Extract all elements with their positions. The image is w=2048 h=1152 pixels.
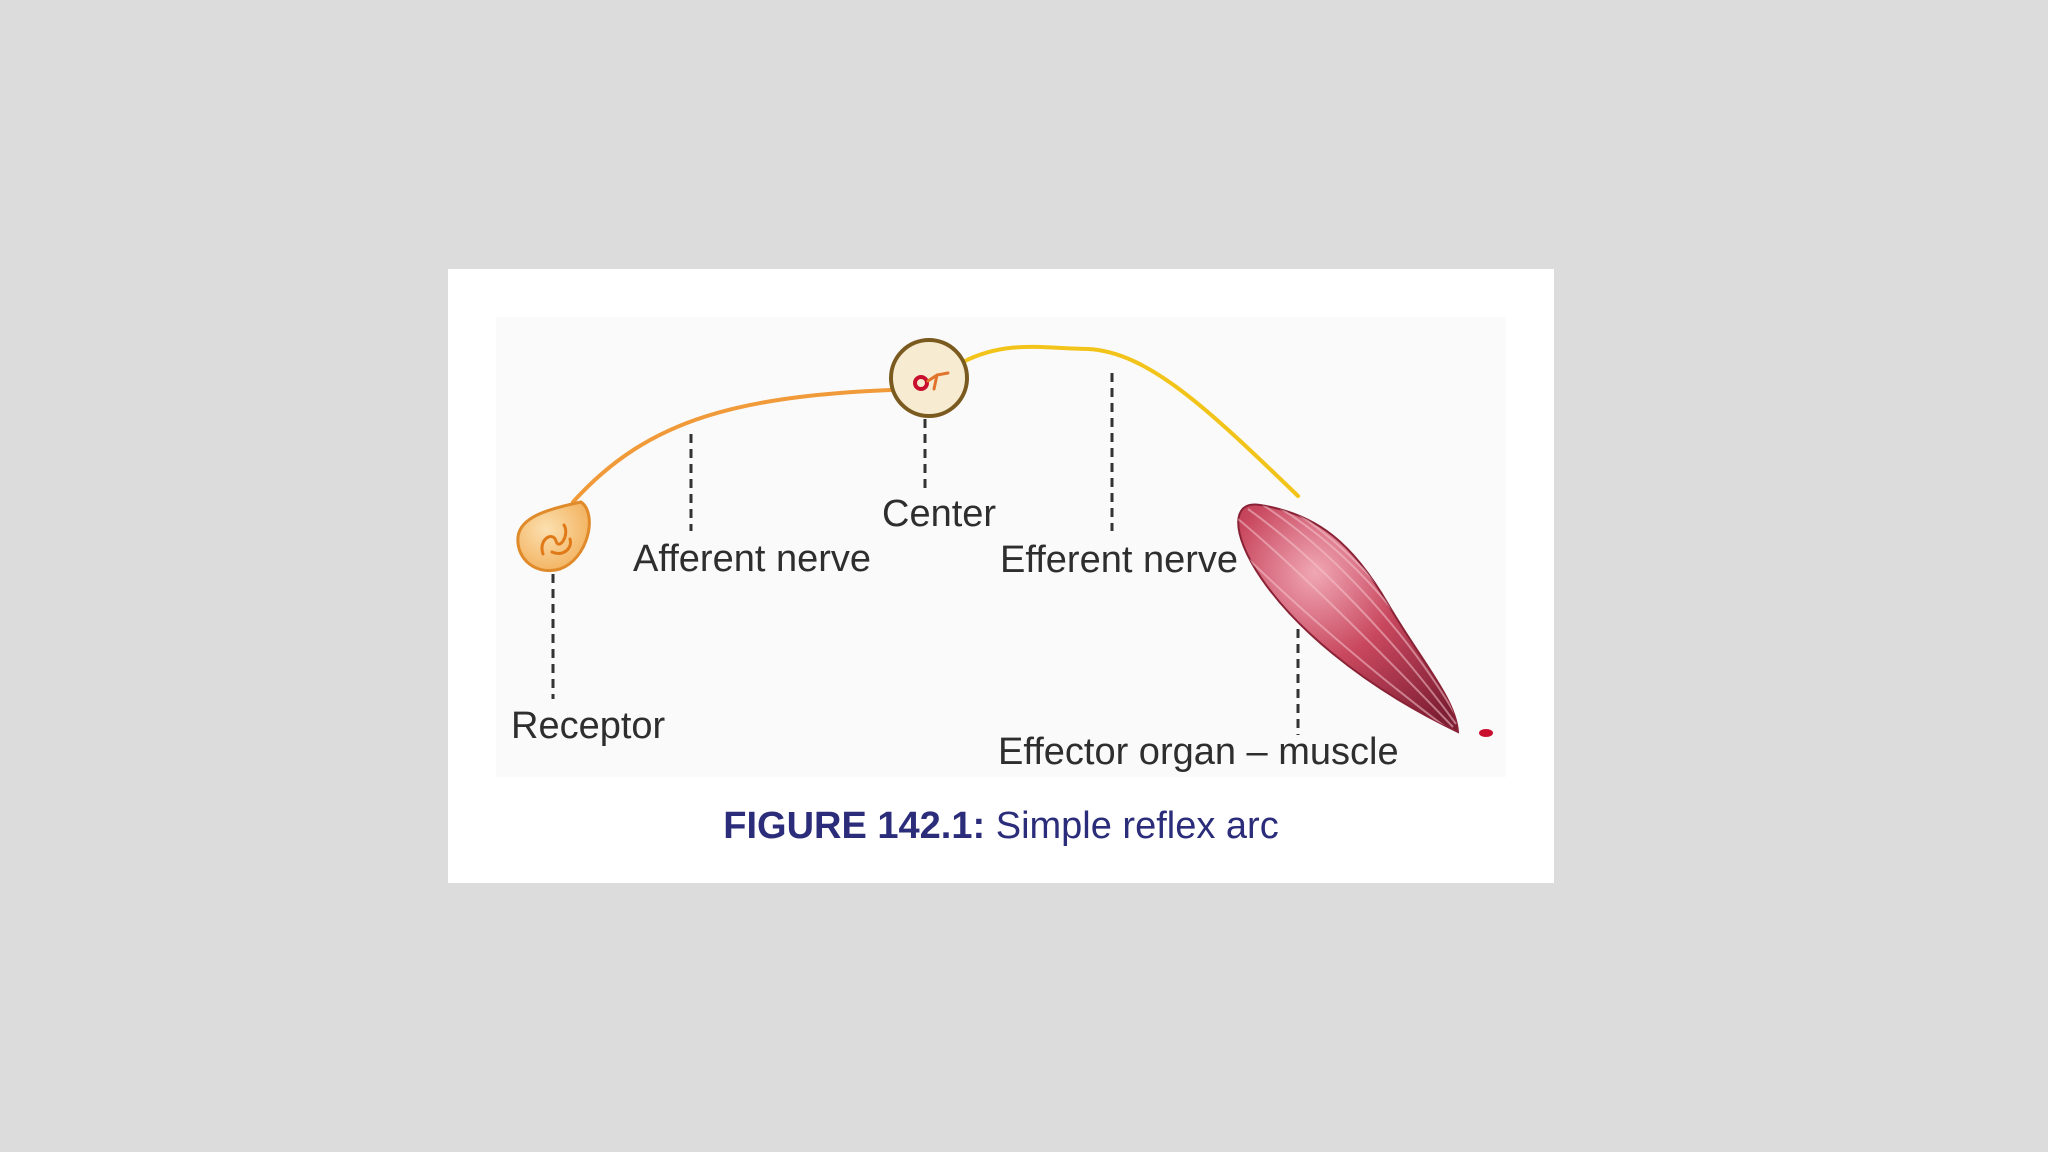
afferent-nerve-fiber <box>571 387 920 504</box>
caption-label: FIGURE 142.1: <box>723 805 986 847</box>
muscle-icon <box>1237 503 1493 737</box>
afferent-nerve-label: Afferent nerve <box>633 538 871 580</box>
center-icon <box>889 338 969 418</box>
caption-text: Simple reflex arc <box>995 805 1279 847</box>
efferent-nerve-fiber <box>961 344 1300 498</box>
figure-card: Receptor Afferent nerve Center Efferent … <box>448 269 1554 883</box>
center-label: Center <box>882 493 996 535</box>
receptor-label: Receptor <box>511 705 666 747</box>
reflex-arc-diagram: Receptor Afferent nerve Center Efferent … <box>511 338 1493 773</box>
efferent-nerve-label: Efferent nerve <box>1000 539 1238 581</box>
receptor-icon <box>516 500 591 572</box>
effector-organ-label: Effector organ – muscle <box>998 731 1399 773</box>
figure-caption: FIGURE 142.1: Simple reflex arc <box>448 805 1554 848</box>
